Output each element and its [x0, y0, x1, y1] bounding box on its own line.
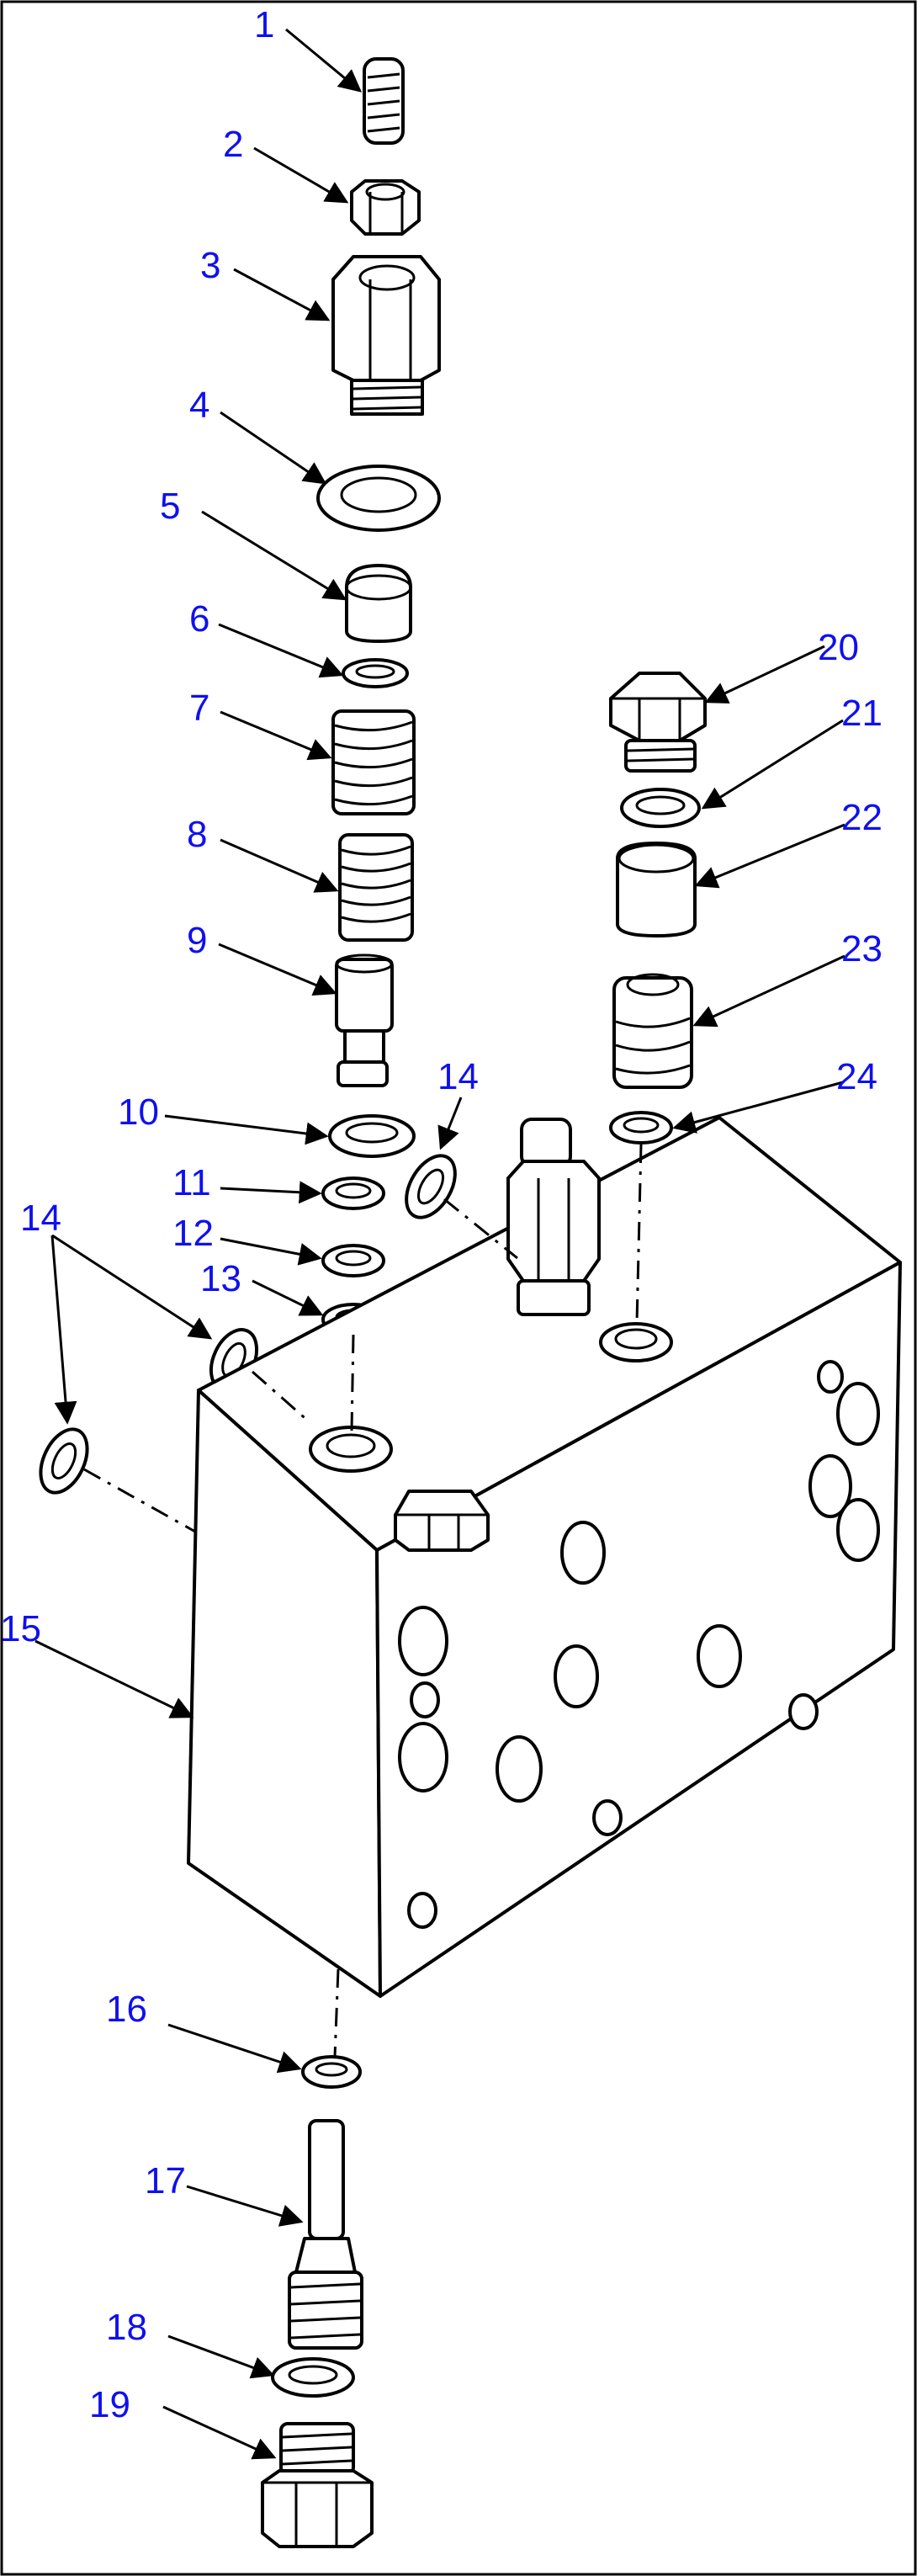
part-2-nut [350, 179, 421, 236]
callout-11: 11 [172, 1162, 211, 1203]
callout-14-right: 14 [437, 1056, 479, 1097]
part-18-ring [271, 2357, 355, 2398]
part-11-ring [321, 1176, 385, 1210]
callout-15: 15 [0, 1608, 41, 1649]
part-12-ring [321, 1244, 385, 1277]
callout-6: 6 [189, 598, 209, 640]
callout-labels: 1 2 3 4 5 6 7 8 9 10 11 12 13 14 14 15 1… [0, 4, 883, 2425]
callout-24: 24 [836, 1056, 877, 1097]
callout-21: 21 [841, 693, 883, 734]
callout-22: 22 [841, 797, 883, 838]
part-23-valve [612, 973, 693, 1089]
part-3-body [331, 255, 441, 416]
callout-16: 16 [106, 1989, 147, 2030]
callout-18: 18 [106, 2307, 147, 2348]
part-6-ring [342, 658, 409, 688]
part-15-valve-block [187, 1116, 902, 1998]
callout-2: 2 [223, 124, 243, 165]
callout-8: 8 [187, 814, 207, 855]
part-24-ring [609, 1111, 673, 1145]
block-side-fitting [506, 1118, 601, 1316]
part-10-ring [328, 1114, 416, 1158]
part-1-screw [363, 57, 405, 145]
part-17-spool [288, 2119, 363, 2350]
part-5-spring-seat [345, 564, 412, 643]
part-21-ring [620, 788, 701, 828]
part-19-plug [261, 2422, 374, 2548]
callout-5: 5 [160, 486, 180, 527]
callout-17: 17 [145, 2160, 186, 2202]
callout-14-left: 14 [20, 1198, 61, 1239]
callout-19: 19 [89, 2384, 130, 2425]
block-front-ports [398, 1360, 880, 1929]
callout-13: 13 [200, 1258, 241, 1299]
leader-lines [34, 28, 845, 2460]
part-16-ring [301, 2055, 362, 2089]
callout-7: 7 [189, 688, 209, 729]
part-20-plug [609, 672, 707, 773]
block-top-ports [309, 1322, 673, 1552]
center-lines [83, 1144, 643, 2058]
callout-3: 3 [200, 245, 220, 286]
callout-10: 10 [118, 1091, 159, 1133]
part-9-plunger [335, 953, 394, 1087]
part-7-outer-spring [331, 709, 416, 815]
part-14-oring-right [405, 1154, 457, 1219]
callout-9: 9 [187, 920, 207, 961]
part-22-sleeve [616, 842, 697, 937]
callout-4: 4 [189, 385, 209, 426]
part-14-oring-left [39, 1427, 89, 1495]
callout-12: 12 [172, 1213, 214, 1254]
callout-1: 1 [254, 4, 274, 45]
callout-20: 20 [818, 627, 859, 668]
part-4-washer [316, 465, 441, 532]
callout-23: 23 [841, 928, 883, 969]
part-8-inner-spring [338, 833, 414, 942]
